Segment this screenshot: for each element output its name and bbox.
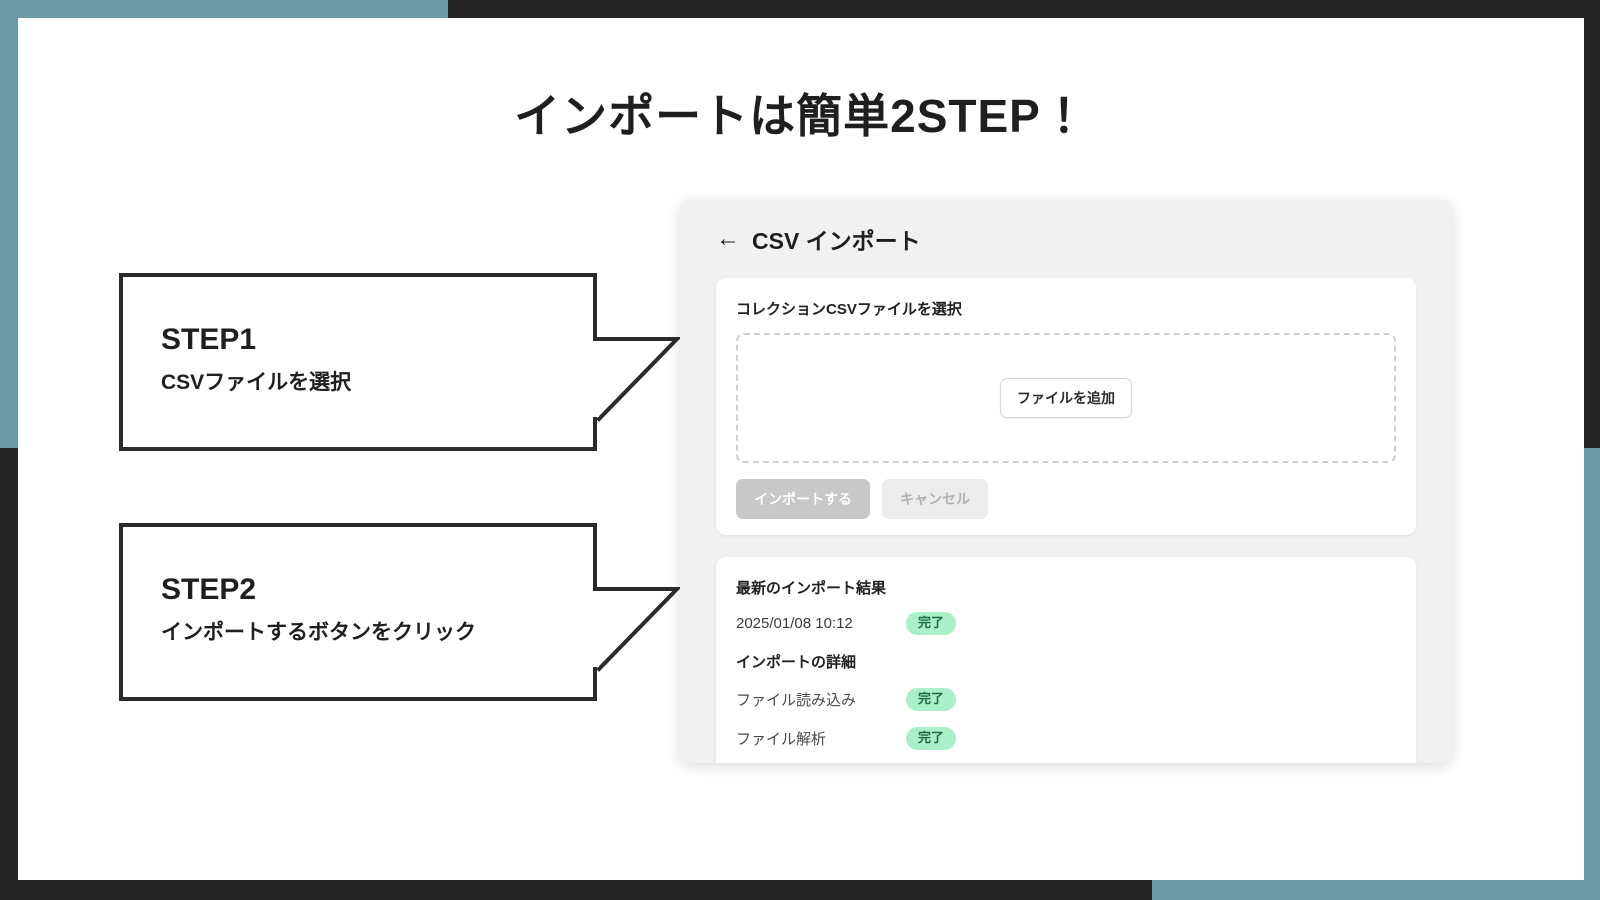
import-detail-row: ファイル解析 完了 [736,726,1396,750]
import-status-badge: 完了 [906,612,957,635]
callout-step2-content: STEP2 インポートするボタンをクリック [161,573,573,645]
csv-select-card-title: コレクションCSVファイルを選択 [736,301,962,318]
import-detail-status-badge: 完了 [906,726,957,750]
back-arrow-icon[interactable]: ← [716,225,740,252]
frame-accent-left-top [0,0,18,448]
app-header-title: CSV インポート [752,228,921,254]
import-button[interactable]: インポートする [736,479,870,519]
csv-select-card: コレクションCSVファイルを選択 ファイルを追加 インポートする キャンセル [716,278,1416,535]
file-dropzone[interactable]: ファイルを追加 [736,333,1396,463]
frame-accent-top-left [0,0,448,18]
cancel-button[interactable]: キャンセル [882,479,988,519]
callout-step1-label: STEP1 [161,323,257,356]
import-detail-title: インポートの詳細 [736,653,857,671]
frame-accent-bottom-right [1152,880,1600,900]
import-timestamp: 2025/01/08 10:12 [736,614,853,632]
csv-action-row: インポートする キャンセル [736,479,1396,519]
app-screenshot-panel: ← CSV インポート コレクションCSVファイルを選択 ファイルを追加 インポ… [680,200,1452,763]
import-detail-label: ファイル読み込み [736,691,857,709]
app-header: ← CSV インポート [680,200,1452,256]
frame-accent-right-top [1584,0,1600,448]
import-detail-row: ファイル読み込み 完了 [736,687,1396,711]
frame-accent-right-bottom [1584,448,1600,900]
import-detail-status-badge: 完了 [906,687,957,711]
import-result-summary-row: 2025/01/08 10:12 完了 [736,612,1396,635]
callout-step2-label: STEP2 [161,573,257,606]
callout-step1-content: STEP1 CSVファイルを選択 [161,323,573,395]
frame-accent-left-bottom [0,448,18,900]
callout-step2: STEP2 インポートするボタンをクリック [119,523,682,701]
callout-step1-tail [591,337,682,422]
callout-step1: STEP1 CSVファイルを選択 [119,273,682,451]
frame-accent-bottom-left [0,880,1152,900]
frame-accent-top-right [448,0,1600,18]
add-file-button[interactable]: ファイルを追加 [1000,378,1132,418]
callout-step1-description: CSVファイルを選択 [161,370,352,394]
callout-step2-description: インポートするボタンをクリック [161,620,476,644]
slide-canvas: インポートは簡単2STEP！ STEP1 CSVファイルを選択 STEP2 イン… [18,18,1584,880]
page-title: インポートは簡単2STEP！ [514,90,1088,142]
import-detail-label: ファイル解析 [736,730,827,748]
callout-step2-tail [591,587,682,672]
import-result-title: 最新のインポート結果 [736,580,887,597]
import-result-card: 最新のインポート結果 2025/01/08 10:12 完了 インポートの詳細 … [716,557,1416,763]
